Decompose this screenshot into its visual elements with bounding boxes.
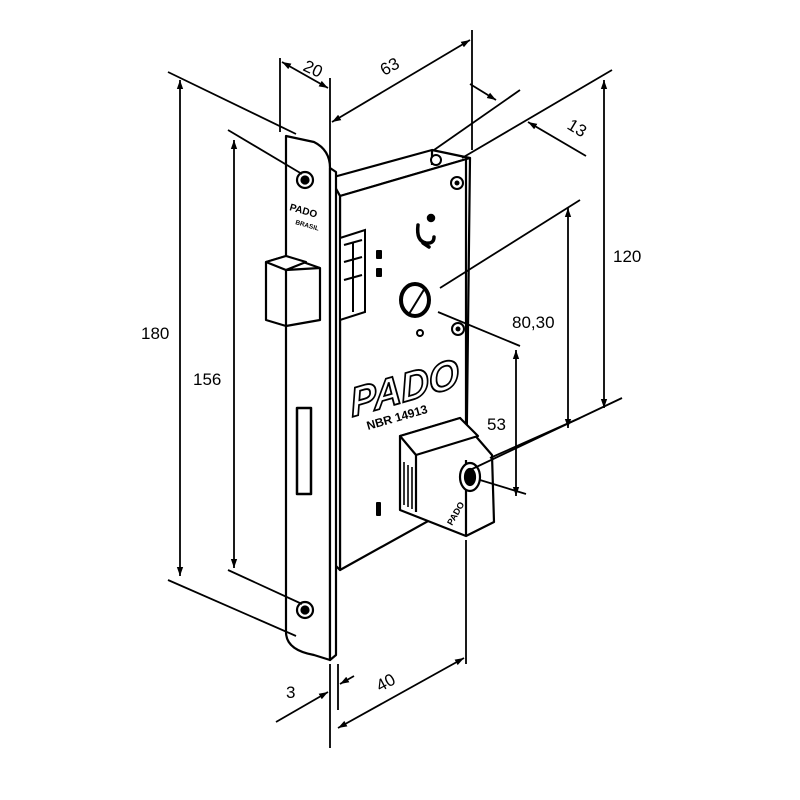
dimension-arrows — [176, 39, 608, 729]
cylinder-ribs — [403, 462, 413, 509]
dim-line-40 — [337, 657, 465, 729]
dim-line-3 — [275, 691, 329, 723]
dim-label-53: 53 — [487, 415, 506, 434]
dim-line-13 — [527, 121, 587, 157]
latch-slots — [376, 250, 382, 516]
dim-label-180: 180 — [141, 324, 169, 343]
hook-mark-icon — [415, 213, 436, 249]
latch-bolt — [264, 254, 322, 328]
cylinder — [398, 416, 496, 538]
dim-label-13: 13 — [564, 115, 590, 141]
bolt-slot — [295, 406, 313, 496]
dim-label-20: 20 — [300, 56, 325, 81]
latch-mechanism — [339, 228, 366, 322]
case-screws — [416, 154, 465, 337]
dim-line-63 — [331, 39, 471, 123]
handle-spindle-hole — [399, 282, 431, 318]
dim-label-63: 63 — [377, 54, 403, 80]
dim-label-156: 156 — [193, 370, 221, 389]
dim-label-120: 120 — [613, 247, 641, 266]
dimension-lines — [167, 30, 623, 748]
dim-label-3: 3 — [286, 683, 295, 702]
dim-line-20 — [281, 61, 329, 89]
dim-label-40: 40 — [373, 670, 399, 696]
screw-top-tab-icon — [430, 154, 442, 166]
small-hole-icon — [416, 329, 424, 337]
dim-label-8030: 80,30 — [512, 313, 555, 332]
